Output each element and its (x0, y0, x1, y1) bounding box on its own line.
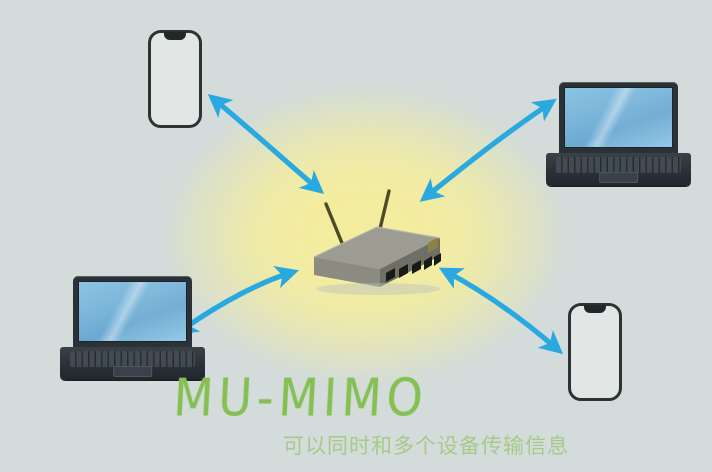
laptop-base (546, 152, 691, 186)
laptop-keyboard (556, 157, 681, 174)
laptop-lid (73, 276, 192, 349)
router-wan-port (428, 237, 438, 253)
arrow-router-to-laptop-top-right (419, 98, 557, 202)
router-top-face (314, 227, 440, 269)
laptop-lid (559, 82, 678, 155)
arrow-router-to-laptop-bottom-left (174, 265, 299, 336)
router-ports (386, 253, 441, 282)
phone-top-left (148, 30, 202, 128)
phone-notch (583, 305, 607, 313)
router-antenna-right (377, 189, 391, 235)
page-title: MU-MIMO (172, 367, 430, 428)
laptop-bottom-left (60, 276, 205, 380)
phone-bottom-right (568, 303, 622, 401)
laptop-keyboard (70, 351, 195, 368)
router-shadow (316, 283, 440, 295)
laptop-base (60, 346, 205, 380)
arrow-router-to-phone-top-left (207, 94, 325, 195)
arrow-router-to-phone-bottom-right (438, 267, 564, 355)
laptop-screen (564, 87, 673, 148)
phone-notch (163, 32, 187, 40)
router-front-face (314, 257, 380, 287)
page-subtitle: 可以同时和多个设备传输信息 (283, 434, 569, 458)
router-antenna-left (324, 202, 344, 245)
laptop-top-right (546, 82, 691, 186)
wireless-router (313, 189, 441, 295)
laptop-trackpad (112, 366, 153, 377)
laptop-trackpad (598, 172, 639, 183)
router-top-highlight (313, 226, 441, 258)
laptop-screen (78, 281, 187, 342)
